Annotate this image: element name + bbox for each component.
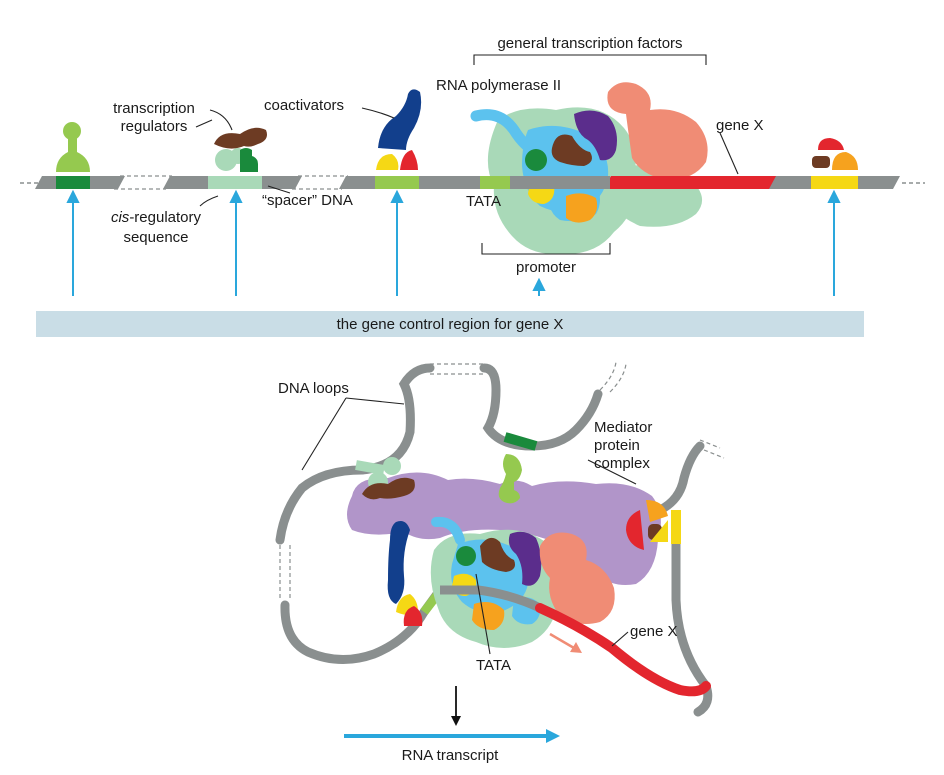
top-panel: general transcription factors RNA polyme… [20,35,925,337]
label-transcription-regulators-line2: regulators [121,118,188,135]
orange-factor [566,193,598,223]
coactivator-leader-2 [361,107,395,119]
transcription-regulator-4 [812,138,858,170]
label-promoter: promoter [516,259,576,276]
gene-x-bottom-leader [611,631,629,647]
promoter-bracket [481,243,611,255]
label-mediator-line2: protein [594,437,640,454]
label-gene-x-bottom: gene X [630,623,678,640]
label-transcription-regulators-line1: transcription [113,100,195,117]
transcription-complex-top [470,82,776,255]
green-factor [525,149,547,171]
label-gene-x-top: gene X [716,117,764,134]
gene-x-bar-bottom [535,603,711,697]
label-dna-loops: DNA loops [278,380,349,397]
label-general-transcription-factors: general transcription factors [497,35,682,52]
coactivator-leader-1 [209,109,233,131]
cis-regulatory-leader [199,195,219,207]
label-gene-control-region: the gene control region for gene X [337,316,564,333]
coactivator-group-1 [214,127,267,172]
label-tata-top: TATA [466,193,501,210]
gene-x-bar-top [604,176,776,189]
transcription-regulator-3 [376,89,422,170]
label-coactivators: coactivators [264,97,344,114]
label-mediator-line3: complex [594,455,650,472]
bottom-panel: DNA loops Mediator protein complex gene … [275,361,725,764]
dna-loops-leader-2 [345,397,405,405]
purple-factor [574,110,617,161]
cis-regulatory-block-1 [56,176,90,189]
label-cis-regulatory-line2: sequence [123,229,188,246]
dna-loops-leader-1 [301,397,347,471]
transcription-regulator-1 [56,122,90,172]
label-spacer-dna: “spacer” DNA [262,192,353,209]
label-tata-bottom: TATA [476,657,511,674]
label-cis-regulatory-line1: cis-regulatory [111,209,202,226]
cis-regulatory-block-2 [208,176,262,189]
cis-regulatory-block-3 [375,176,419,189]
rna-transcript-arrowhead [546,729,560,743]
transcription-regulator-bottom [498,454,522,504]
navy-regulator-bottom [387,521,423,626]
tata-leader [475,573,491,655]
down-arrow-head [451,716,461,726]
gene-x-leader [719,132,739,175]
label-mediator-line1: Mediator [594,419,652,436]
mediator-leader [587,459,637,485]
spacer-leader [267,185,291,194]
label-rna-polymerase-ii: RNA polymerase II [436,77,561,94]
transcription-regulator-right [626,500,668,550]
control-arrows [66,189,841,296]
gene-control-region-band [36,311,864,337]
brown-factor [551,134,592,166]
coactivator-group-bottom [362,457,415,500]
transcription-complex-bottom [430,516,711,697]
regulator-leader [195,119,213,128]
label-rna-transcript: RNA transcript [402,747,500,764]
salmon-factor [607,82,708,180]
gtf-bracket [473,54,707,65]
dna-strand-top [20,175,925,190]
cis-regulatory-block-4 [811,176,858,189]
